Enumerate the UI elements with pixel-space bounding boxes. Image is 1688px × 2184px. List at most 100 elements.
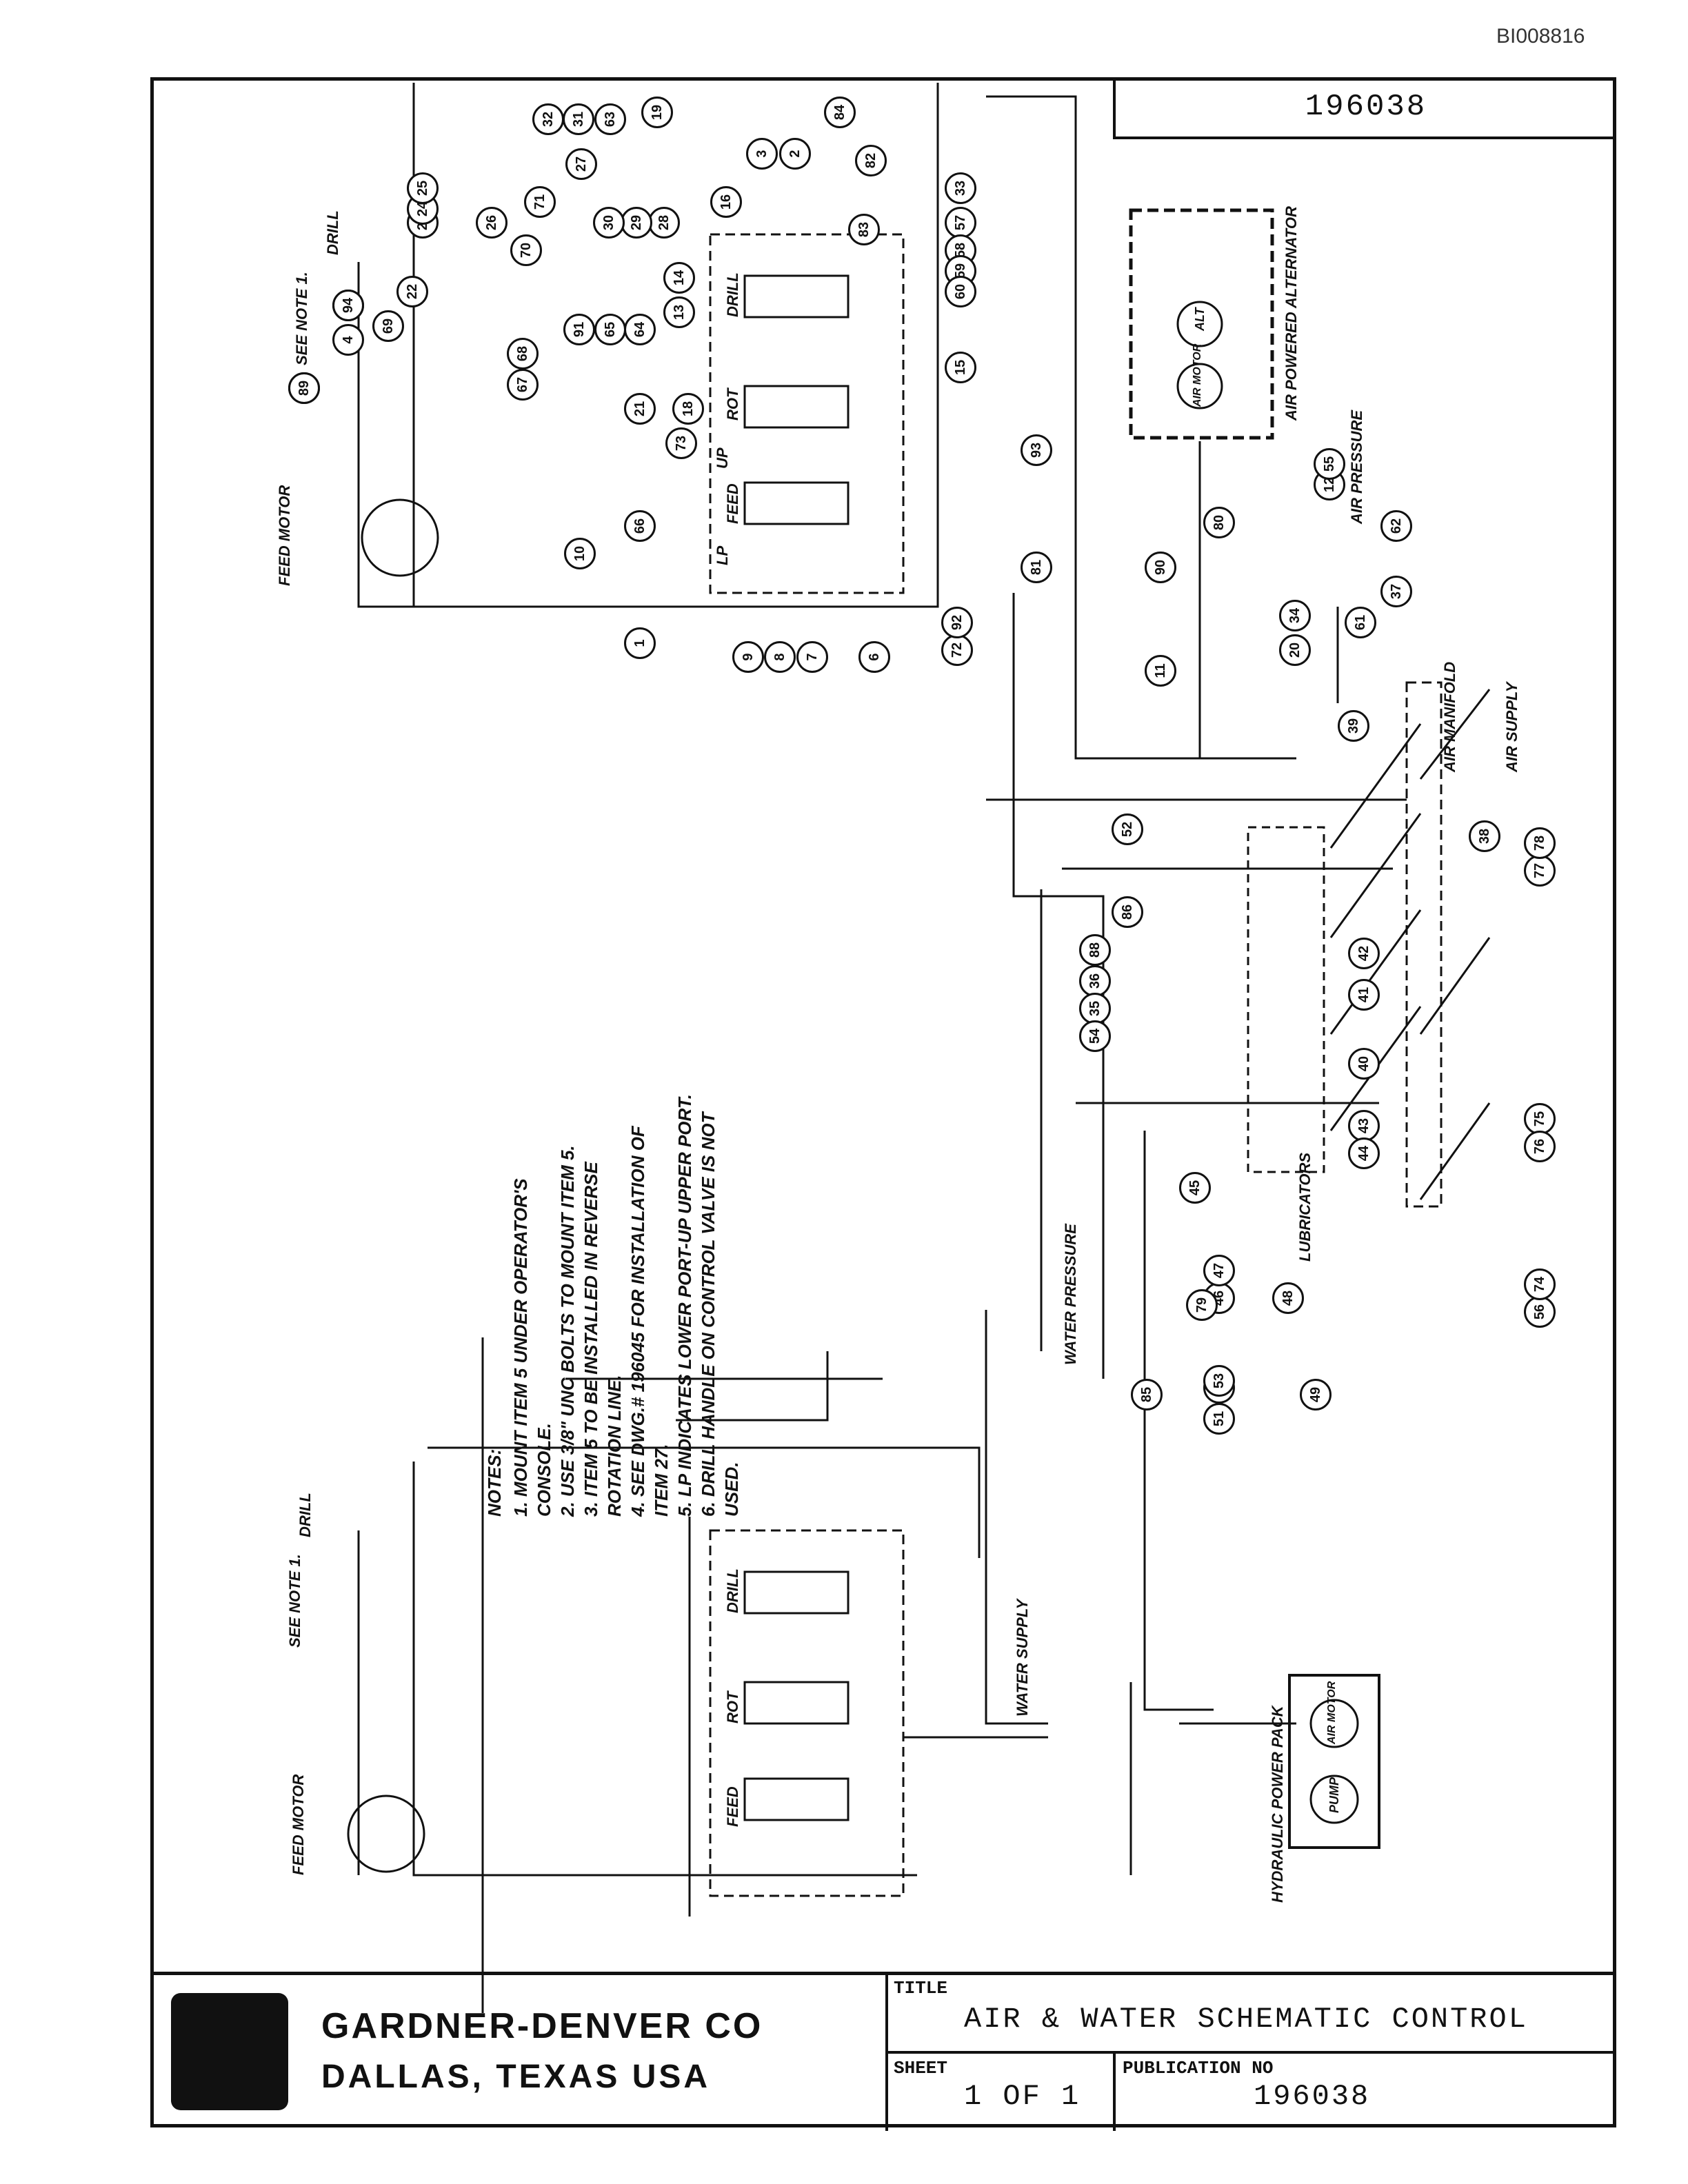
callout-balloon: 28: [648, 207, 680, 239]
callout-balloon: 16: [710, 186, 742, 218]
publication-label: PUBLICATION NO: [1123, 2058, 1274, 2079]
title-block: GARDNER-DENVER CO DALLAS, TEXAS USA TITL…: [150, 1972, 1616, 2131]
title-label: TITLE: [894, 1978, 948, 1999]
drawing-number-box: 196038: [1113, 77, 1616, 139]
callout-balloon: 29: [621, 207, 652, 239]
callout-balloon: 71: [524, 186, 556, 218]
label-air-powered-alternator: AIR POWERED ALTERNATOR: [1283, 206, 1300, 421]
callout-balloon: 54: [1079, 1020, 1111, 1052]
callout-balloon: 49: [1300, 1379, 1332, 1410]
callout-balloon: 92: [941, 607, 973, 638]
label-air-motor: AIR MOTOR: [1192, 343, 1203, 407]
callout-balloon: 14: [663, 262, 695, 294]
callout-balloon: 38: [1469, 820, 1500, 852]
lower-rot-valve: [743, 1681, 850, 1725]
callout-balloon: 62: [1380, 510, 1412, 542]
callout-balloon: 56: [1524, 1296, 1556, 1328]
callout-balloon: 86: [1112, 896, 1143, 928]
upper-drill-valve: [743, 274, 850, 318]
label-drill-valve-upper: DRILL: [724, 272, 741, 317]
callout-balloon: 32: [532, 103, 564, 135]
label-air-pressure: AIR PRESSURE: [1348, 410, 1365, 524]
callout-balloon: 67: [507, 369, 539, 401]
callout-balloon: 42: [1348, 938, 1380, 969]
callout-balloon: 41: [1348, 979, 1380, 1011]
callout-balloon: 6: [858, 641, 890, 673]
label-drill-valve-lower: DRILL: [724, 1568, 741, 1613]
callout-balloon: 61: [1345, 607, 1376, 638]
label-lubricators: LUBRICATORS: [1296, 1152, 1314, 1262]
document-id: BI008816: [1496, 25, 1585, 48]
callout-balloon: 70: [510, 234, 542, 266]
note-2: 2. USE 3/8" UNC BOLTS TO MOUNT ITEM 5.: [557, 1145, 578, 1517]
callout-balloon: 78: [1524, 827, 1556, 859]
callout-balloon: 27: [565, 148, 597, 180]
label-air-motor-pack: AIR MOTOR: [1326, 1681, 1338, 1744]
label-feed-lower: FEED: [724, 1786, 741, 1827]
note-6: 6. DRILL HANDLE ON CONTROL VALVE IS NOT …: [698, 1112, 742, 1517]
callout-balloon: 19: [641, 97, 673, 128]
callout-balloon: 33: [945, 172, 976, 204]
label-lp: LP: [714, 545, 731, 565]
callout-balloon: 80: [1203, 507, 1235, 538]
callout-balloon: 40: [1348, 1048, 1380, 1080]
label-rot-lower: ROT: [724, 1691, 741, 1723]
callout-balloon: 22: [396, 276, 428, 307]
lower-drill-valve: [743, 1570, 850, 1615]
callout-balloon: 53: [1203, 1365, 1235, 1397]
callout-balloon: 69: [372, 310, 404, 342]
publication-number: 196038: [1254, 2080, 1371, 2113]
callout-balloon: 51: [1203, 1403, 1235, 1435]
label-alt: ALT: [1193, 307, 1207, 331]
callout-balloon: 55: [1314, 448, 1345, 480]
note-1: 1. MOUNT ITEM 5 UNDER OPERATOR'S CONSOLE…: [510, 1178, 554, 1517]
callout-balloon: 76: [1524, 1131, 1556, 1162]
callout-balloon: 73: [665, 427, 697, 459]
upper-control-valve-block: [709, 233, 905, 594]
air-manifold: [1405, 681, 1443, 1208]
company-name: GARDNER-DENVER CO: [321, 2006, 763, 2046]
lubricator-bank: [1247, 826, 1325, 1173]
notes-heading: NOTES:: [484, 1448, 505, 1517]
label-feed-upper: FEED: [724, 483, 741, 524]
drawing-border: [150, 77, 1616, 2127]
callout-balloon: 90: [1145, 552, 1176, 583]
label-pump: PUMP: [1327, 1777, 1341, 1813]
callout-balloon: 30: [593, 207, 625, 239]
company-city: DALLAS, TEXAS USA: [321, 2059, 711, 2095]
callout-balloon: 88: [1079, 934, 1111, 966]
lower-control-valve-block: [709, 1529, 905, 1897]
upper-feed-motor: [361, 498, 439, 577]
callout-balloon: 45: [1179, 1172, 1211, 1204]
callout-balloon: 2: [779, 138, 811, 170]
label-drill-lower: DRILL: [297, 1493, 314, 1537]
alternator-box: [1129, 208, 1274, 440]
callout-balloon: 11: [1145, 655, 1176, 687]
sheet-label: SHEET: [894, 2058, 948, 2079]
label-feed-motor-lower: FEED MOTOR: [290, 1774, 307, 1875]
lower-feed-motor: [347, 1794, 425, 1873]
callout-balloon: 85: [1131, 1379, 1163, 1410]
label-air-manifold: AIR MANIFOLD: [1441, 661, 1458, 772]
note-3: 3. ITEM 5 TO BE INSTALLED IN REVERSE ROT…: [581, 1162, 625, 1517]
callout-balloon: 60: [945, 276, 976, 307]
company-logo: [171, 1993, 288, 2110]
callout-balloon: 37: [1380, 576, 1412, 607]
hydraulic-power-pack: [1288, 1674, 1380, 1849]
callout-balloon: 34: [1279, 600, 1311, 631]
callout-balloon: 65: [594, 314, 626, 345]
label-see-note-upper: SEE NOTE 1.: [293, 272, 310, 365]
callout-balloon: 93: [1021, 434, 1052, 466]
callout-balloon: 44: [1348, 1138, 1380, 1169]
label-drill-upper: DRILL: [324, 210, 341, 255]
callout-balloon: 15: [945, 352, 976, 383]
callout-balloon: 72: [941, 634, 973, 666]
label-hydraulic-power-pack: HYDRAULIC POWER PACK: [1269, 1706, 1286, 1903]
note-5: 5. LP INDICATES LOWER PORT-UP UPPER PORT…: [674, 1094, 695, 1517]
drawing-number: 196038: [1305, 90, 1427, 124]
callout-balloon: 39: [1338, 710, 1369, 742]
callout-balloon: 25: [407, 172, 439, 204]
callout-balloon: 84: [824, 97, 856, 128]
label-rot-upper: ROT: [724, 388, 741, 421]
